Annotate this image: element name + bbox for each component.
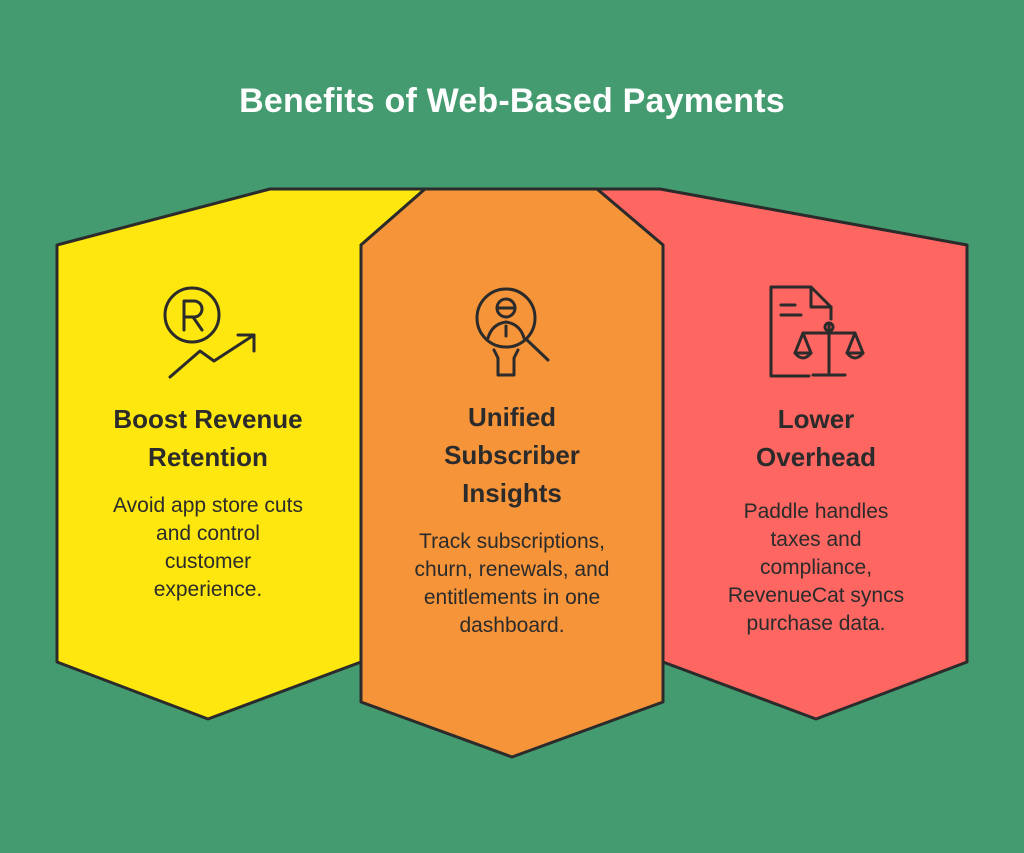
panel-middle-text: Unified Subscriber Insights Track subscr…	[368, 398, 656, 640]
compliance-scale-icon	[769, 285, 865, 378]
panel-middle-shape	[359, 187, 665, 759]
panel-left-heading: Boost Revenue Retention	[113, 404, 303, 472]
panel-right-text: Lower Overhead Paddle handles taxes and …	[676, 400, 956, 638]
panel-left-description: Avoid app store cuts and control custome…	[113, 494, 303, 601]
panel-middle-description: Track subscriptions, churn, renewals, an…	[414, 530, 610, 637]
panel-right-description: Paddle handles taxes and compliance, Rev…	[727, 500, 905, 635]
subscriber-search-icon	[475, 287, 550, 377]
panel-left-text: Boost Revenue Retention Avoid app store …	[68, 400, 348, 604]
panel-middle-heading: Unified Subscriber Insights	[444, 402, 580, 508]
panel-right-heading: Lower Overhead	[756, 404, 876, 472]
page-title: Benefits of Web-Based Payments	[239, 82, 785, 120]
revenue-growth-icon	[163, 286, 256, 379]
